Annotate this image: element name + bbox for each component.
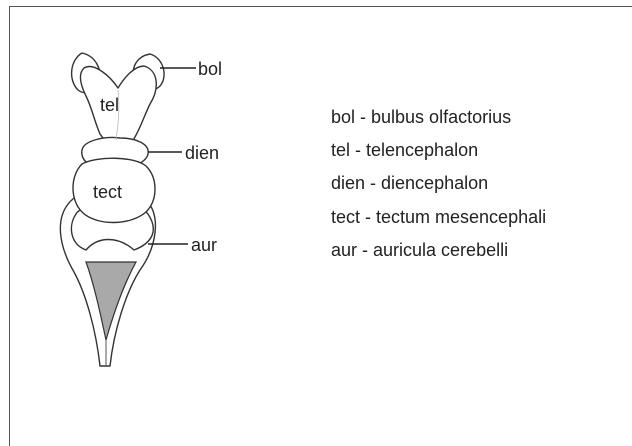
legend-item-tel: tel - telencephalon xyxy=(331,141,478,159)
legend-item-dien: dien - diencephalon xyxy=(331,174,488,192)
label-tect: tect xyxy=(93,182,122,202)
label-tel: tel xyxy=(100,95,119,115)
label-dien: dien xyxy=(185,143,219,163)
label-bol: bol xyxy=(198,59,222,79)
label-aur: aur xyxy=(191,235,217,255)
legend-item-aur: aur - auricula cerebelli xyxy=(331,241,508,259)
legend-item-tect: tect - tectum mesencephali xyxy=(331,208,546,226)
legend-item-bol: bol - bulbus olfactorius xyxy=(331,108,511,126)
